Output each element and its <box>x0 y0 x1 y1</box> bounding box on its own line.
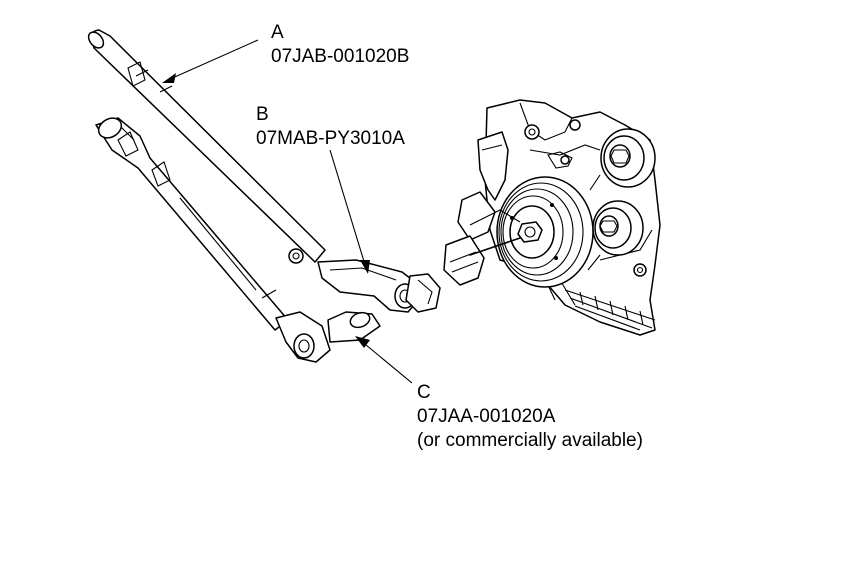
leader-a <box>162 39 259 83</box>
leader-b <box>329 149 370 274</box>
callout-c-letter: C <box>417 382 431 403</box>
callout-a-letter: A <box>271 22 284 43</box>
tool-a-handle <box>87 29 326 264</box>
callout-c-part-number: 07JAA-001020A <box>417 406 556 427</box>
pulley-holder-attachment <box>443 131 521 286</box>
idler-pulley-lower <box>592 200 644 256</box>
callout-a-part-number: 07JAB-001020B <box>271 46 410 67</box>
callout-b-part-number: 07MAB-PY3010A <box>256 128 405 149</box>
callout-c-note: (or commercially available) <box>417 430 643 451</box>
crankshaft-pulley <box>496 176 594 288</box>
tool-c-breaker-bar <box>95 117 381 363</box>
leader-c <box>355 336 413 384</box>
callout-b-letter: B <box>256 104 269 125</box>
idler-pulley-upper <box>600 128 656 188</box>
tool-b-adapter <box>317 259 441 313</box>
